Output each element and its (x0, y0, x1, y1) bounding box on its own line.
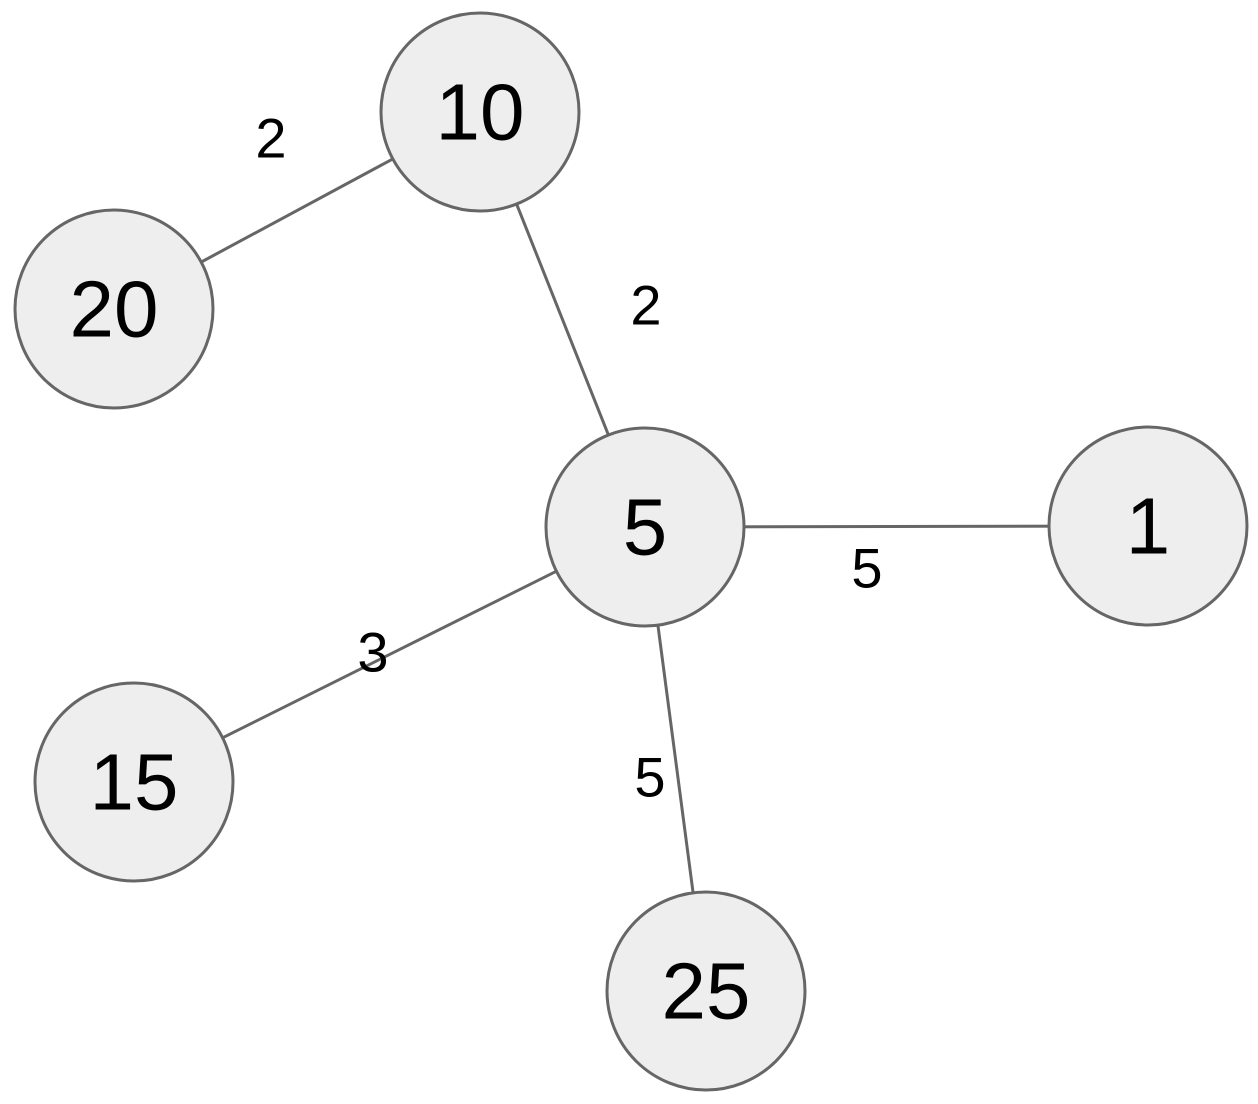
node-label-1: 1 (1126, 482, 1171, 571)
graph-node-1: 1 (1047, 425, 1249, 627)
node-circle-10 (379, 11, 581, 213)
node-label-15: 15 (90, 738, 179, 827)
node-circle-25 (605, 890, 807, 1092)
node-label-5: 5 (623, 483, 668, 572)
node-circle-5 (544, 426, 746, 628)
node-label-10: 10 (436, 68, 525, 157)
node-circle-20 (13, 208, 215, 410)
edge-weight-label-5-1: 5 (851, 537, 882, 600)
node-label-20: 20 (70, 265, 159, 354)
node-circle-15 (33, 681, 235, 883)
edge-weight-label-20-10: 2 (255, 107, 286, 170)
graph-node-25: 25 (605, 890, 807, 1092)
graph-node-15: 15 (33, 681, 235, 883)
graph-node-5: 5 (544, 426, 746, 628)
graph-node-10: 10 (379, 11, 581, 213)
edge-weight-label-5-25: 5 (634, 746, 665, 809)
edge-weight-label-5-15: 3 (357, 621, 388, 684)
node-label-25: 25 (662, 947, 751, 1036)
edge-weight-label-10-5: 2 (630, 274, 661, 337)
graph-node-20: 20 (13, 208, 215, 410)
node-circle-1 (1047, 425, 1249, 627)
